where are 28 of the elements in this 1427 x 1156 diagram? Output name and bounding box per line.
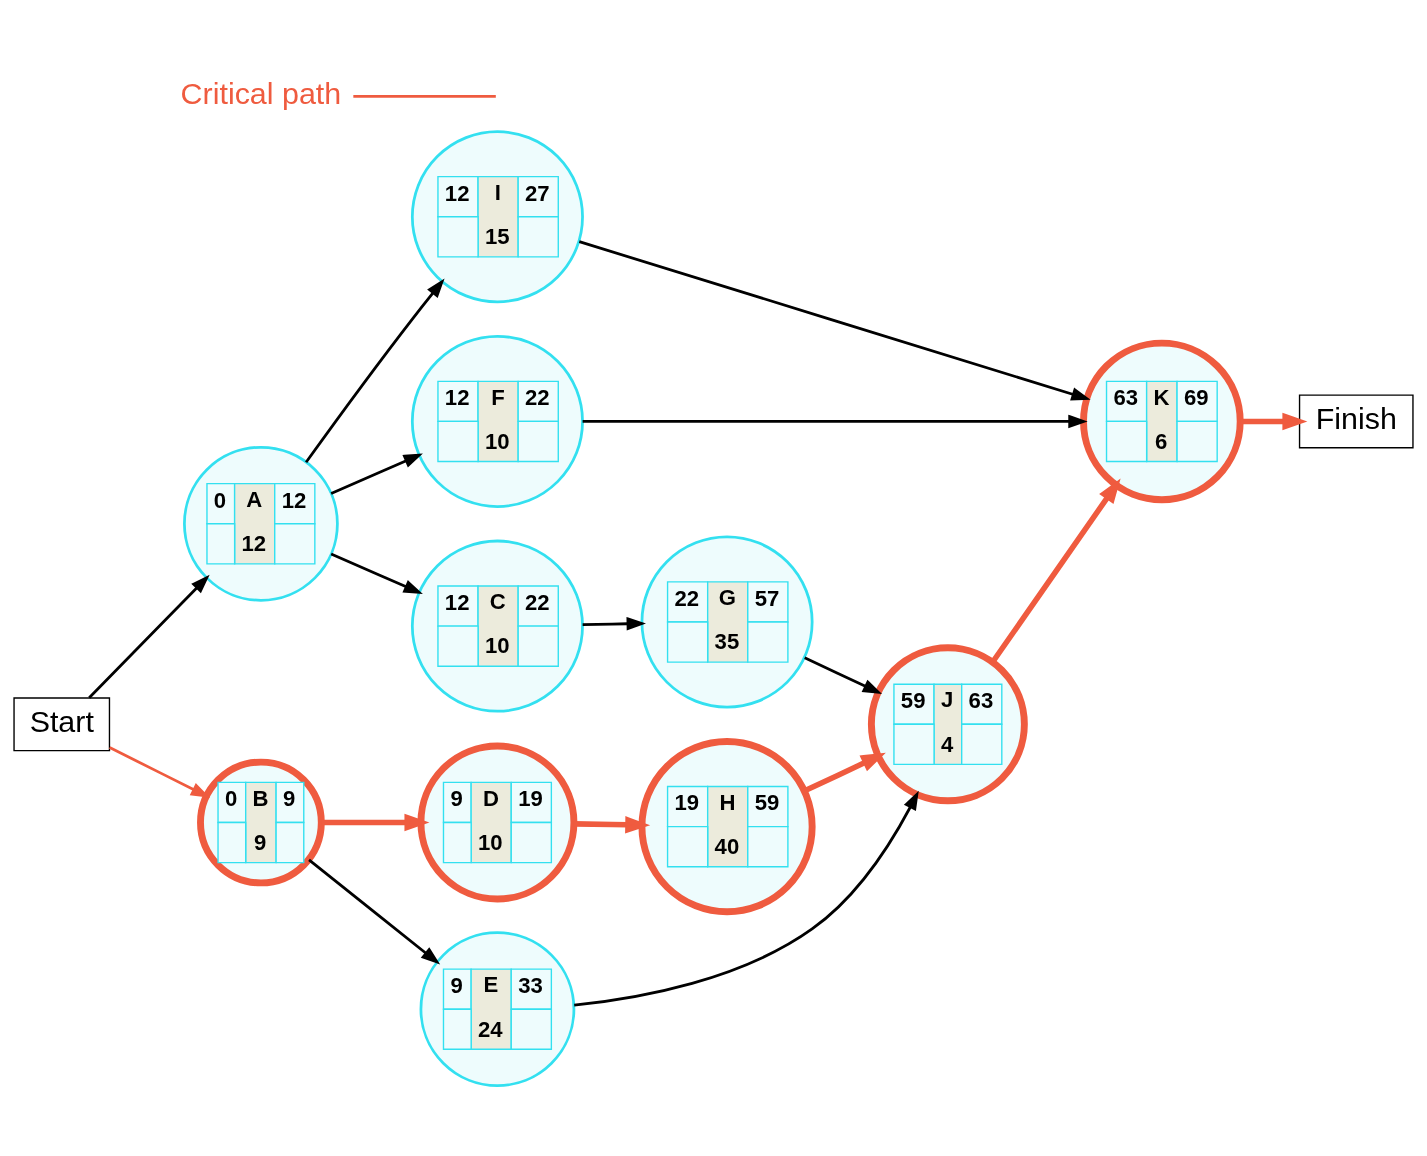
arrow xyxy=(109,745,211,798)
arrow xyxy=(321,813,430,831)
node-circle: 22 G 35 57 xyxy=(640,534,814,708)
node-circle: 12 I 15 27 xyxy=(410,129,584,303)
node-circle: 59 J 4 63 xyxy=(867,643,1028,804)
node-box: Start xyxy=(13,696,111,751)
arrow xyxy=(330,552,423,594)
node-text: Critical path xyxy=(180,75,342,110)
node-circle: 19 H 40 59 xyxy=(638,737,816,915)
arrow xyxy=(582,414,1088,428)
arrow xyxy=(803,752,886,793)
node-circle: 0 B 9 9 xyxy=(197,758,325,886)
node-circle: 12 F 10 22 xyxy=(410,334,584,508)
arrow xyxy=(582,616,646,631)
node-box: Finish xyxy=(1298,393,1414,448)
arrow xyxy=(578,239,1091,401)
arrow xyxy=(330,452,423,495)
arrow xyxy=(88,574,210,699)
arrow xyxy=(308,858,441,965)
connector xyxy=(353,94,496,98)
arrow xyxy=(990,478,1121,664)
arrow xyxy=(1240,412,1308,430)
arrow xyxy=(304,278,445,463)
arrow xyxy=(804,656,883,694)
arrow xyxy=(574,790,919,1006)
node-circle: 9 D 10 19 xyxy=(417,742,578,902)
node-circle: 0 A 12 12 xyxy=(183,445,339,602)
node-circle: 12 C 10 22 xyxy=(410,539,584,713)
